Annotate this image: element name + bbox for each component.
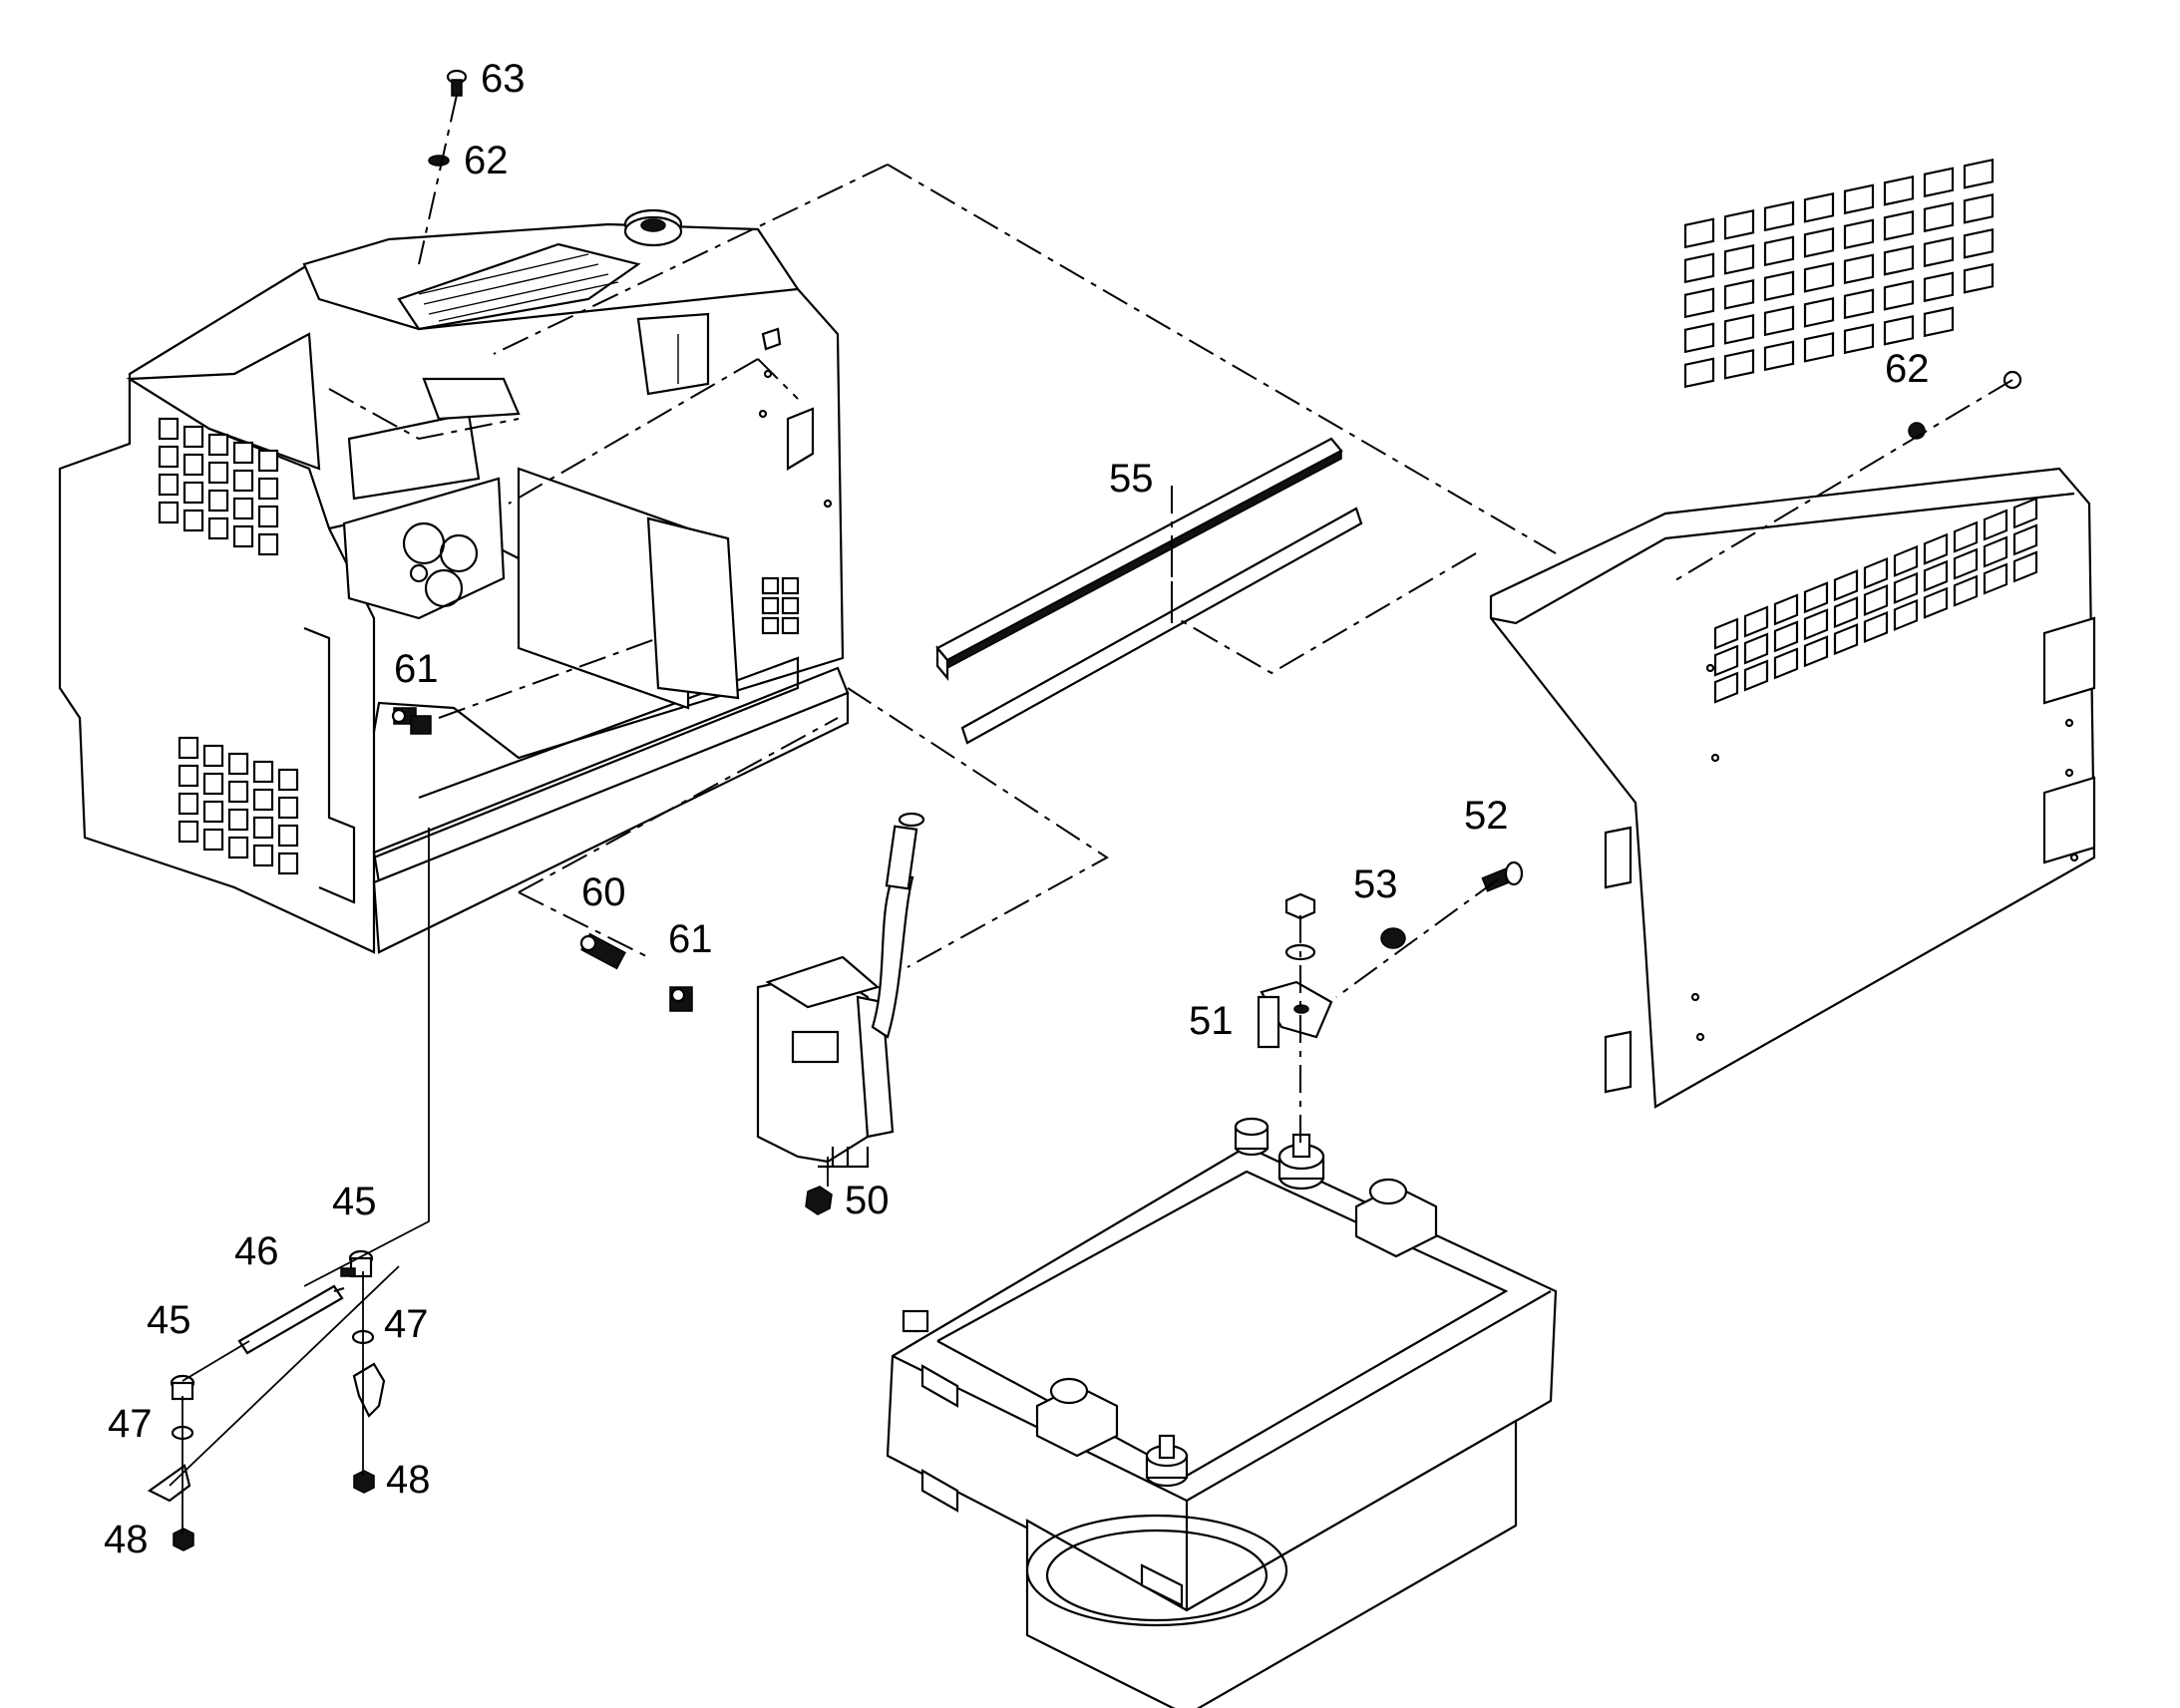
nut-50 [805, 1186, 833, 1215]
callout-63: 63 [481, 57, 526, 101]
callout-60: 60 [581, 870, 626, 914]
callout-62-top: 62 [464, 139, 509, 182]
main-housing [58, 208, 850, 954]
elbow-fitting-61-upper [391, 707, 432, 735]
callout-47-right: 47 [384, 1302, 429, 1346]
leader-lines [169, 94, 2013, 1534]
callout-45-upper: 45 [332, 1180, 377, 1223]
housing-vent-grid-lower [178, 736, 299, 875]
right-side-panel [1489, 158, 2096, 1109]
washer-53 [1380, 927, 1406, 949]
callout-61-upper: 61 [394, 647, 439, 691]
callout-52: 52 [1464, 794, 1509, 838]
callout-62-right: 62 [1885, 347, 1930, 391]
callout-labels: 63 62 62 55 61 60 61 53 52 51 50 45 46 4… [104, 57, 1930, 1561]
panel-vent-grid-upper [1683, 158, 1995, 389]
nut-48-left [173, 1528, 194, 1551]
ball-joint-45-lower [170, 1374, 195, 1401]
callout-47-left: 47 [108, 1402, 153, 1446]
screw-63 [446, 69, 468, 97]
ball-joint-45-upper [340, 1249, 374, 1278]
callout-48-right: 48 [386, 1458, 431, 1502]
elbow-fitting-61-lower [669, 986, 693, 1012]
housing-vent-grid-upper [158, 417, 279, 556]
fitting-60 [579, 932, 626, 970]
washer-62-top [428, 155, 450, 167]
callout-51: 51 [1189, 999, 1234, 1043]
callout-50: 50 [845, 1179, 890, 1222]
linkage-rod [237, 1284, 345, 1355]
nut-stack [1284, 892, 1316, 961]
callout-61-lower: 61 [668, 917, 713, 961]
pump-assembly [756, 812, 925, 1169]
callout-45-lower: 45 [147, 1298, 191, 1342]
callout-53: 53 [1353, 862, 1398, 906]
nut-48-right [353, 1470, 375, 1494]
gasket-strip [935, 437, 1363, 745]
bracket-51 [1257, 980, 1333, 1049]
callout-46: 46 [234, 1229, 279, 1273]
callout-48-left: 48 [104, 1518, 149, 1561]
callout-55: 55 [1109, 457, 1154, 501]
lever-plate-right [352, 1362, 386, 1418]
cooler-block [886, 1117, 1558, 1708]
lever-plate-left [147, 1464, 191, 1503]
panel-vent-grid-lower [1713, 497, 2038, 704]
